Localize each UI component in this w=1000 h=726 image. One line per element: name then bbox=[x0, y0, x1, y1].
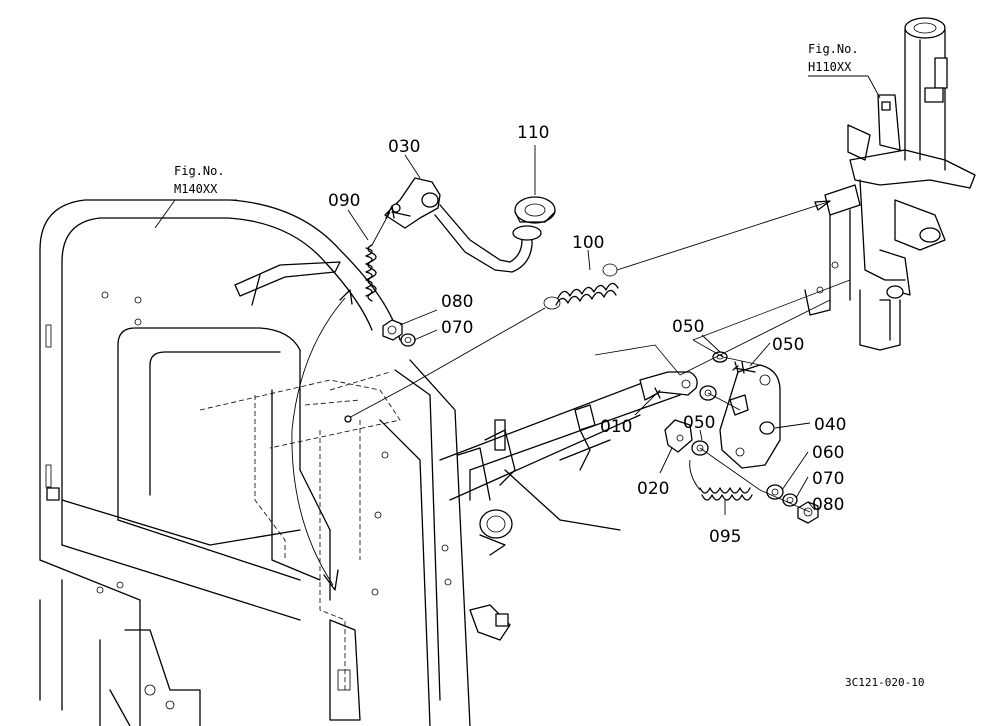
part-labels: 110 030 090 100 080 070 050 050 050 010 … bbox=[328, 123, 846, 547]
fig-ref-h110-line1: Fig.No. bbox=[808, 42, 859, 56]
washer-070-upper bbox=[400, 333, 416, 347]
pedal-rod-030 bbox=[384, 177, 533, 273]
label-050-top: 050 bbox=[672, 317, 704, 337]
fig-ref-h110-line2: H110XX bbox=[808, 60, 852, 74]
steering-column bbox=[804, 17, 976, 351]
washer-070-lower bbox=[782, 493, 798, 507]
label-100: 100 bbox=[572, 233, 604, 253]
label-080-lower: 080 bbox=[812, 495, 844, 515]
label-080-upper: 080 bbox=[441, 292, 473, 312]
bolt-050 bbox=[732, 361, 756, 374]
label-110: 110 bbox=[517, 123, 549, 143]
label-040: 040 bbox=[814, 415, 846, 435]
roller-110 bbox=[512, 196, 556, 241]
assembly-arrow bbox=[291, 289, 353, 591]
label-070-lower: 070 bbox=[812, 469, 844, 489]
label-070-upper: 070 bbox=[441, 318, 473, 338]
spring-095 bbox=[689, 459, 753, 501]
plate-040 bbox=[719, 364, 781, 469]
fig-ref-m140-line2: M140XX bbox=[174, 182, 218, 196]
label-020: 020 bbox=[637, 479, 669, 499]
fig-ref-m140-line1: Fig.No. bbox=[174, 164, 225, 178]
label-090: 090 bbox=[328, 191, 360, 211]
leader-lines bbox=[154, 75, 881, 515]
lever-assembly-axis bbox=[594, 279, 851, 513]
spring-090 bbox=[365, 205, 395, 302]
arm-010 bbox=[639, 371, 698, 401]
nut-080-upper bbox=[382, 319, 403, 341]
label-050-right: 050 bbox=[772, 335, 804, 355]
hidden-lines bbox=[199, 371, 401, 690]
label-060: 060 bbox=[812, 443, 844, 463]
washer-060 bbox=[766, 484, 784, 500]
spring-100 bbox=[344, 200, 831, 423]
label-010: 010 bbox=[600, 417, 632, 437]
label-050-lower: 050 bbox=[683, 413, 715, 433]
link-020 bbox=[664, 419, 693, 453]
label-030: 030 bbox=[388, 137, 420, 157]
label-095: 095 bbox=[709, 527, 741, 547]
frame-panel bbox=[39, 199, 511, 726]
drawing-code: 3C121-020-10 bbox=[845, 676, 924, 689]
